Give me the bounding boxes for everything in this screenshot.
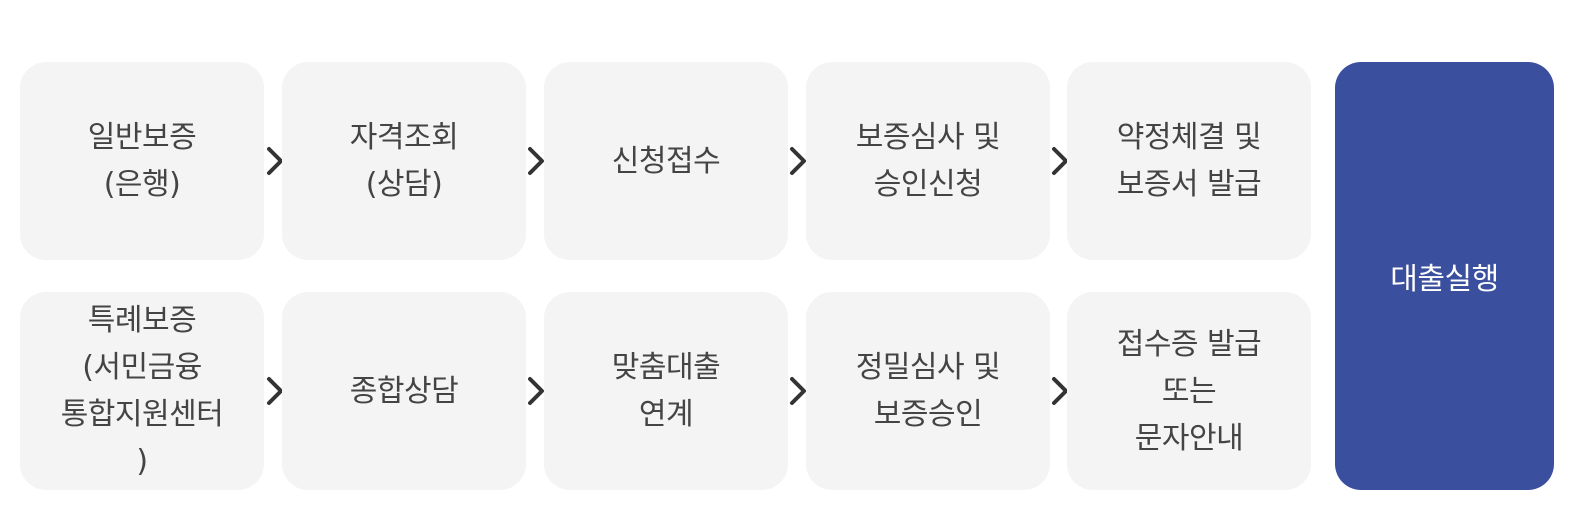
step-general-guarantee: 일반보증 (은행): [20, 62, 264, 260]
step-special-guarantee: 특례보증 (서민금융 통합지원센터 ): [20, 292, 264, 490]
step-label: 종합상담: [349, 373, 459, 409]
step-agreement-issuance: 약정체결 및 보증서 발급: [1067, 62, 1311, 260]
chevron-right-icon: [527, 376, 545, 406]
chevron-right-icon: [789, 376, 807, 406]
step-guarantee-review: 보증심사 및 승인신청: [806, 62, 1050, 260]
step-label: 보증심사 및 승인신청: [855, 120, 1001, 202]
step-application-receipt: 신청접수: [544, 62, 788, 260]
step-receipt-notification: 접수증 발급 또는 문자안내: [1067, 292, 1311, 490]
step-label: 일반보증 (은행): [87, 120, 197, 202]
step-eligibility-check: 자격조회 (상담): [282, 62, 526, 260]
chevron-right-icon: [266, 146, 284, 176]
step-loan-execution: 대출실행: [1335, 62, 1554, 490]
step-custom-loan-link: 맞춤대출 연계: [544, 292, 788, 490]
final-label: 대출실행: [1390, 262, 1499, 297]
step-detailed-review: 정밀심사 및 보증승인: [806, 292, 1050, 490]
chevron-right-icon: [789, 146, 807, 176]
chevron-right-icon: [1051, 376, 1069, 406]
step-label: 신청접수: [611, 143, 721, 179]
step-general-consultation: 종합상담: [282, 292, 526, 490]
chevron-right-icon: [527, 146, 545, 176]
step-label: 정밀심사 및 보증승인: [855, 350, 1001, 432]
chevron-right-icon: [266, 376, 284, 406]
step-label: 맞춤대출 연계: [611, 350, 721, 432]
step-label: 약정체결 및 보증서 발급: [1116, 120, 1262, 202]
step-label: 특례보증 (서민금융 통합지원센터 ): [60, 303, 224, 479]
step-label: 접수증 발급 또는 문자안내: [1116, 326, 1262, 456]
step-label: 자격조회 (상담): [349, 120, 459, 202]
chevron-right-icon: [1051, 146, 1069, 176]
